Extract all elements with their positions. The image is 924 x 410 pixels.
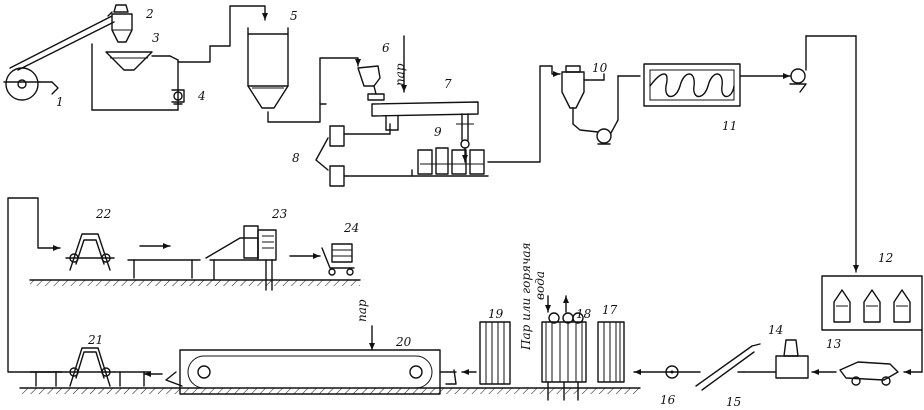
label-10: 10 [592, 61, 608, 75]
dosing-boxes-8 [315, 123, 413, 187]
label-12: 12 [878, 251, 893, 265]
label-8: 8 [292, 151, 300, 165]
ground-lower-hatch [20, 388, 640, 394]
label-7: 7 [444, 77, 452, 91]
packer-23 [205, 225, 277, 291]
label-1: 1 [56, 95, 64, 109]
silo-5 [247, 27, 289, 109]
label-6: 6 [382, 41, 390, 55]
moulds-18 [541, 295, 587, 401]
label-23: 23 [271, 207, 288, 221]
label-13: 13 [826, 337, 842, 351]
wheel-16 [633, 365, 701, 379]
label-17: 17 [602, 303, 618, 317]
cutter-22 [65, 233, 115, 271]
fan-unit [789, 35, 859, 273]
pipe-9-10 [487, 65, 561, 163]
cyclone-10 [561, 65, 641, 145]
water-label: вода [533, 271, 547, 300]
label-21: 21 [87, 333, 103, 347]
table-22-23 [127, 259, 201, 279]
label-16: 16 [660, 393, 676, 407]
label-20: 20 [395, 335, 412, 349]
label-19: 19 [488, 307, 504, 321]
label-18: 18 [576, 307, 592, 321]
steam-label-top: пар [393, 63, 407, 86]
label-14: 14 [768, 323, 783, 337]
pre-expander-14 [743, 339, 809, 379]
dryer-11 [643, 63, 791, 107]
label-24: 24 [343, 221, 359, 235]
storage-bins-12 [821, 275, 923, 375]
label-4: 4 [197, 89, 206, 103]
conveyor-15 [695, 343, 761, 391]
block-stack-19 [461, 321, 511, 385]
ground-upper-hatch [30, 280, 360, 286]
label-5: 5 [290, 9, 298, 23]
return-pipe [7, 197, 67, 373]
label-2: 2 [145, 7, 154, 21]
reactors-9 [411, 147, 489, 177]
steam-label-bottom: пар [355, 299, 369, 322]
cart-24 [321, 243, 355, 276]
conveyor-unit-1 [3, 15, 115, 101]
mixer-7 [371, 101, 479, 163]
cutter-21 [29, 347, 163, 387]
label-9: 9 [434, 125, 442, 139]
label-11: 11 [722, 119, 737, 133]
block-stack-17 [597, 321, 625, 383]
pump-4 [171, 89, 185, 105]
pipe-3-5 [177, 5, 268, 63]
steam-chamber-20 [165, 325, 457, 395]
steam-hot-water-label: Пар или горячая [519, 242, 533, 351]
hopper-3 [91, 43, 179, 111]
trolley-13 [811, 361, 899, 386]
label-15: 15 [726, 395, 741, 409]
pipe-5-7 [267, 57, 361, 123]
label-3: 3 [152, 31, 160, 45]
cyclone-2 [107, 4, 133, 43]
dosing-hopper-6 [357, 65, 385, 101]
label-22: 22 [95, 207, 111, 221]
